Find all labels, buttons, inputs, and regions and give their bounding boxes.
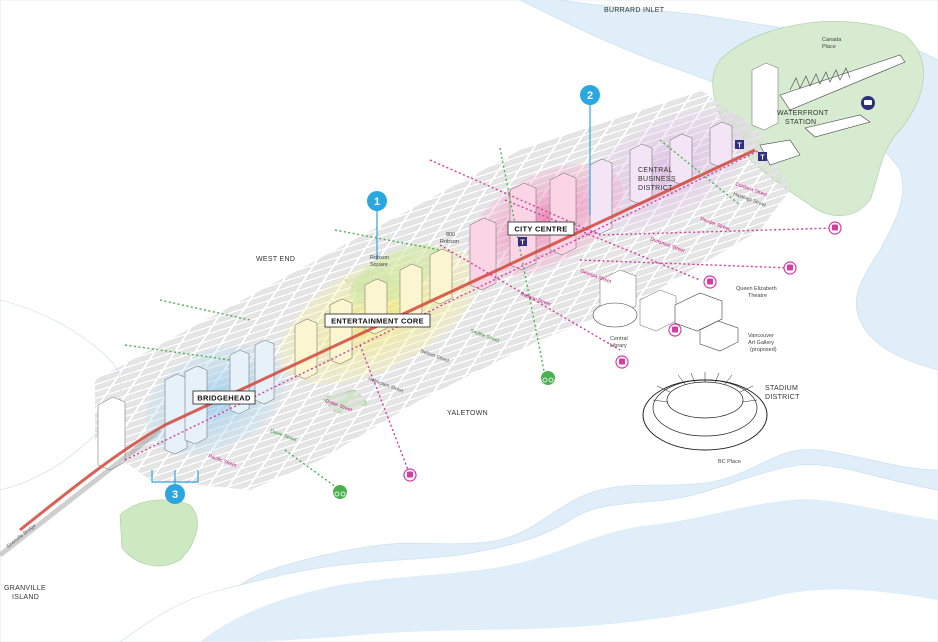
bc-place-stadium — [642, 372, 768, 451]
vag-label-1: Vancouver — [748, 333, 774, 339]
vancouver-art-gallery-building — [699, 320, 739, 352]
cbd-label-1: CENTRAL — [638, 167, 673, 174]
canada-place-label-2: Place — [822, 44, 836, 50]
svg-text:T: T — [520, 240, 525, 247]
west-end-label: WEST END — [256, 256, 295, 263]
skytrain-icon: T — [735, 140, 744, 150]
bus-icon — [668, 323, 682, 337]
svg-text:BRIDGEHEAD: BRIDGEHEAD — [197, 394, 251, 403]
svg-text:3: 3 — [172, 489, 178, 501]
cbd-label-2: BUSINESS — [638, 176, 676, 183]
svg-text:ENTERTAINMENT CORE: ENTERTAINMENT CORE — [331, 317, 424, 326]
bus-icon — [403, 468, 417, 482]
svg-text:CITY CENTRE: CITY CENTRE — [514, 225, 567, 234]
robson-square-label-1: Robson — [370, 255, 389, 261]
granville-bridge-road — [0, 428, 162, 557]
bus-icon — [783, 261, 797, 275]
callout-1: 1 — [367, 191, 387, 211]
vag-label-2: Art Gallery — [748, 340, 774, 346]
qet-label-1: Queen Elizabeth — [736, 286, 777, 292]
yaletown-label: YALETOWN — [447, 410, 488, 417]
zone-city-centre — [467, 163, 623, 277]
bus-icon — [828, 221, 842, 235]
canada-place-pier — [779, 54, 906, 111]
central-library-label-1: Central — [610, 336, 628, 342]
callout-lines — [151, 103, 591, 485]
park-south — [119, 499, 198, 567]
canada-place-sails — [789, 67, 851, 91]
robson-800-label-2: Robson — [440, 239, 459, 245]
district-bridgehead: BRIDGEHEAD — [192, 390, 256, 405]
cbd-label-3: DISTRICT — [638, 185, 673, 192]
bus-routes — [124, 149, 836, 476]
svg-text:T: T — [737, 143, 742, 150]
waterfront-station-label-2: STATION — [785, 119, 816, 126]
central-library-label-2: Library — [610, 343, 627, 349]
seabus-terminal — [804, 114, 871, 138]
granville-island-label-1: GRANVILLE — [4, 585, 46, 592]
bc-place-label: BC Place — [718, 459, 741, 465]
stadium-district-label-2: DISTRICT — [765, 394, 800, 401]
bus-icon — [615, 355, 629, 369]
callout-2: 2 — [580, 85, 600, 105]
stadium-district-label-1: STADIUM — [765, 385, 798, 392]
robson-square-label-2: Square — [370, 262, 388, 268]
granville-island-label-2: ISLAND — [12, 594, 39, 601]
svg-text:1: 1 — [374, 196, 380, 208]
burrard-inlet-label: BURRARD INLET — [604, 7, 665, 14]
district-entertainment-core: ENTERTAINMENT CORE — [324, 313, 431, 328]
south-water — [200, 499, 938, 642]
skytrain-icon: T — [758, 152, 767, 162]
skytrain-icon: T — [518, 237, 527, 247]
queen-elizabeth-theatre-building — [674, 292, 723, 332]
bus-icon — [703, 275, 717, 289]
district-city-centre: CITY CENTRE — [507, 221, 575, 236]
waterfront-station-label-1: WATERFRONT — [777, 110, 829, 117]
callout-3: 3 — [165, 484, 185, 504]
svg-text:T: T — [760, 155, 765, 162]
canada-place-label-1: Canada — [822, 37, 842, 43]
granville-corridor — [19, 148, 756, 532]
central-library-building — [592, 302, 638, 328]
seabus-icon — [861, 96, 875, 110]
robson-800-label-1: 800 — [446, 232, 455, 238]
bicycle-icon — [541, 371, 555, 385]
qet-label-2: Theatre — [748, 293, 767, 299]
svg-text:2: 2 — [587, 90, 593, 102]
bicycle-icon — [333, 485, 347, 499]
vag-label-3: (proposed) — [750, 347, 777, 353]
bike-routes — [124, 139, 741, 491]
